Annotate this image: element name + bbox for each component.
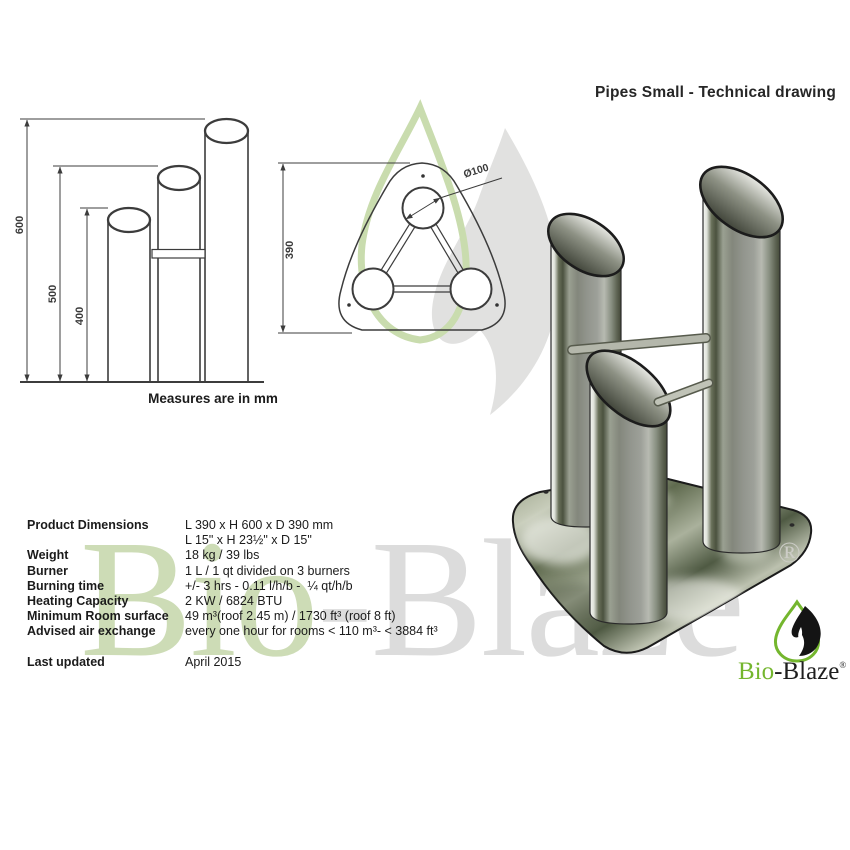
brand-logo: Bio-Blaze® [738, 599, 846, 685]
spec-row-product-dimensions-inches: L 15" x H 23½" x D 15" [27, 533, 438, 548]
measures-note: Measures are in mm [148, 391, 278, 406]
dim-label-600: 600 [14, 216, 26, 234]
spec-row-product-dimensions: Product Dimensions L 390 x H 600 x D 390… [27, 518, 438, 533]
spec-value: April 2015 [185, 654, 242, 669]
render-pipe-front [585, 349, 672, 625]
dim-label-400: 400 [74, 307, 86, 325]
page-title: Pipes Small - Technical drawing [594, 84, 836, 101]
spec-row-burner: Burner 1 L / 1 qt divided on 3 burners [27, 564, 438, 579]
logo-text: Bio-Blaze® [738, 658, 846, 685]
spec-value: 18 kg / 39 lbs [185, 548, 260, 563]
spec-label: Last updated [27, 654, 105, 669]
spec-label: Minimum Room surface [27, 609, 169, 624]
spec-value: every one hour for rooms < 110 m³- < 388… [185, 624, 438, 639]
spec-row-weight: Weight 18 kg / 39 lbs [27, 548, 438, 563]
spec-row-minimum-room-surface: Minimum Room surface 49 m³(roof 2.45 m) … [27, 609, 438, 624]
spec-label [27, 533, 185, 548]
product-render: ® [511, 165, 813, 654]
spec-value: 1 L / 1 qt divided on 3 burners [185, 563, 350, 578]
dim-label-500: 500 [47, 285, 59, 303]
dim-label-390: 390 [284, 241, 296, 259]
spec-label: Heating Capacity [27, 594, 129, 609]
spec-value: 49 m³(roof 2.45 m) / 1730 ft³ (roof 8 ft… [185, 609, 396, 624]
spec-row-advised-air-exchange: Advised air exchange every one hour for … [27, 624, 438, 639]
diameter-label: Ø100 [462, 162, 490, 181]
spec-value: +/- 3 hrs - 0.11 l/h/b - ¼ qt/h/b [185, 578, 353, 593]
spec-row-burning-time: Burning time +/- 3 hrs - 0.11 l/h/b - ¼ … [27, 579, 438, 594]
spec-row-last-updated: Last updated April 2015 [27, 655, 438, 670]
front-elevation-drawing: 600 500 400 Measures are in mm [14, 117, 278, 406]
spec-label: Weight [27, 548, 69, 563]
spec-value: L 390 x H 600 x D 390 mm [185, 518, 334, 532]
spec-row-heating-capacity: Heating Capacity 2 KW / 6824 BTU [27, 594, 438, 609]
spec-label: Burner [27, 563, 68, 578]
top-view-drawing: Ø100 390 [278, 162, 506, 334]
logo-drop-flame-icon [774, 599, 821, 663]
watermark-drop-icon [357, 99, 559, 415]
spec-label: Advised air exchange [27, 624, 156, 639]
watermark-registered: ® [778, 536, 801, 569]
spec-label: Burning time [27, 578, 105, 593]
spec-spacer [27, 640, 438, 655]
render-pipe-right [698, 165, 785, 554]
spec-value: 2 KW / 6824 BTU [185, 594, 283, 609]
spec-label: Product Dimensions [27, 518, 149, 532]
spec-table: Product Dimensions L 390 x H 600 x D 390… [27, 518, 438, 670]
spec-value: L 15" x H 23½" x D 15" [185, 533, 312, 548]
